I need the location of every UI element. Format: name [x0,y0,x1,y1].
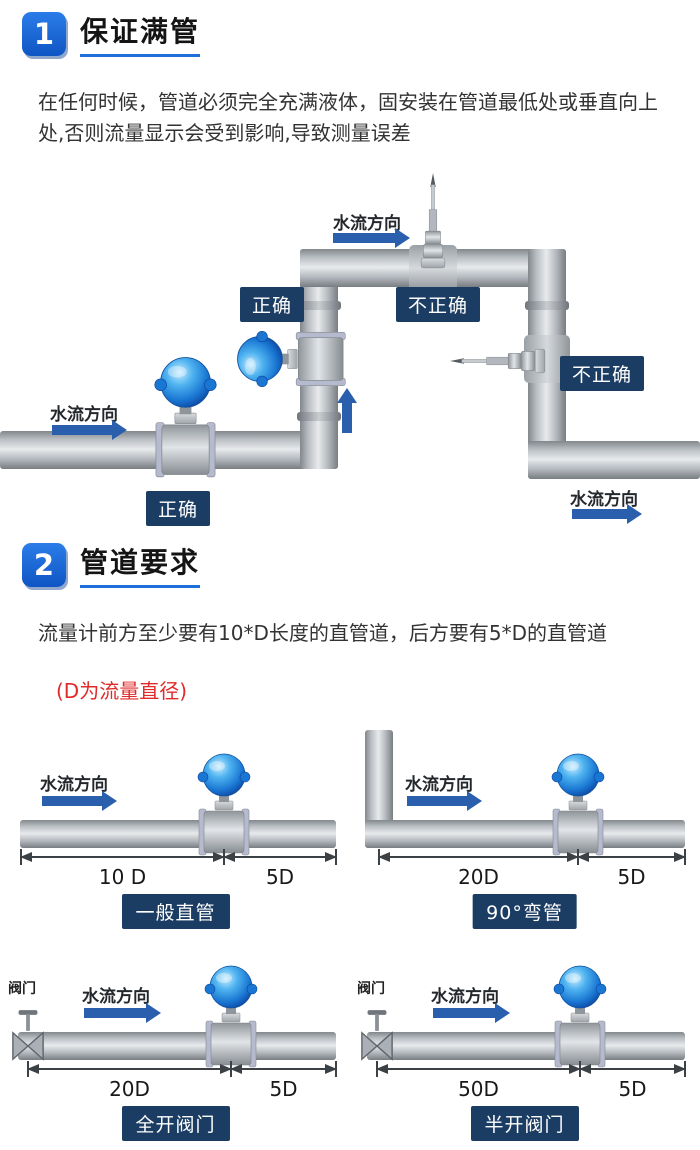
requirement-diagrams: 水流方向 10 D 5D 一般直管 水流方向 [0,726,700,1150]
panel-open-valve: 阀门 水流方向 20D 5D 全开阀门 [6,942,345,1142]
section-pipe-requirements: 2 管道要求 流量计前方至少要有10*D长度的直管道，后方要有5*D的直管道 (… [0,531,700,1150]
flow-arrow [407,796,467,806]
pipe-flange [297,301,341,310]
dim-downstream-label: 5D [265,865,295,889]
dim-downstream-label: 5D [269,1077,298,1101]
flow-direction-label: 水流方向 [40,775,108,795]
section2-header: 2 管道要求 [0,531,700,592]
flowmeter-icon [201,958,261,1078]
dim-upstream: 50D [376,1061,581,1101]
correct-tag: 正确 [146,491,211,526]
section1-number-badge: 1 [22,11,66,56]
pipe-segment [528,441,700,479]
flow-direction-label: 水流方向 [333,214,401,234]
section2-description: 流量计前方至少要有10*D长度的直管道，后方要有5*D的直管道 [38,621,607,645]
panel-90-bend: 水流方向 20D 5D 90°弯管 [355,730,694,930]
pipe-segment [20,820,336,848]
flowmeter-icon [150,354,221,484]
section2-number-badge: 2 [22,542,66,587]
flow-arrow [42,796,102,806]
flow-direction-label: 水流方向 [431,987,499,1007]
sensor-probe-icon [450,348,547,374]
valve-label: 阀门 [357,981,385,997]
panel-name-tag: 一般直管 [121,894,230,929]
dim-upstream-label: 50D [458,1077,499,1101]
pipe-segment [365,820,685,848]
dim-downstream: 5D [223,849,337,889]
dim-upstream: 20D [27,1061,232,1101]
valve-label: 阀门 [8,981,36,997]
flow-arrow [52,425,112,435]
flowmeter-icon [194,746,254,866]
dim-upstream-label: 20D [109,1077,150,1101]
section1-title: 保证满管 [80,10,201,57]
flow-arrow [84,1008,146,1018]
flowmeter-icon [550,958,610,1078]
panel-straight-pipe: 水流方向 10 D 5D 一般直管 [6,730,345,930]
sensor-probe-icon [420,173,446,270]
flow-arrow [433,1008,495,1018]
dim-downstream: 5D [577,849,686,889]
flow-direction-label: 水流方向 [570,490,638,510]
pipe-flange [297,412,341,421]
valve-icon [360,1010,394,1065]
panel-name-tag: 全开阀门 [121,1106,230,1141]
correct-tag: 正确 [240,287,305,322]
section1-description: 在任何时候，管道必须完全充满液体，固安装在管道最低处或垂直向上处,否则流量显示会… [38,90,658,145]
flow-arrow [333,233,395,243]
dim-downstream: 5D [579,1061,686,1101]
flowmeter-icon [548,746,608,866]
pipe-flange [525,301,569,310]
flow-direction-label: 水流方向 [82,987,150,1007]
flow-direction-label: 水流方向 [50,405,118,425]
dim-upstream-label: 20D [458,865,499,889]
dim-upstream: 20D [378,849,579,889]
dim-upstream: 10 D [20,849,225,889]
flow-direction-label: 水流方向 [405,775,473,795]
pipe-segment [367,1032,685,1060]
section1-header: 1 保证满管 [0,0,700,61]
panel-name-tag: 半开阀门 [470,1106,579,1141]
panel-half-open-valve: 阀门 水流方向 50D 5D 半开阀门 [355,942,694,1142]
incorrect-tag: 不正确 [560,356,645,391]
flow-arrow [572,509,627,519]
section2-title: 管道要求 [80,541,201,588]
section-full-pipe: 1 保证满管 在任何时候，管道必须完全充满液体，固安装在管道最低处或垂直向上处,… [0,0,700,531]
dim-downstream-label: 5D [618,1077,647,1101]
flowmeter-icon [234,327,352,391]
dim-downstream-label: 5D [617,865,646,889]
incorrect-tag: 不正确 [396,287,481,322]
flow-arrow-up [342,403,352,433]
section2-note: (D为流量直径) [56,679,188,703]
dim-downstream: 5D [230,1061,337,1101]
valve-icon [11,1010,45,1065]
panel-name-tag: 90°弯管 [472,894,577,929]
dim-upstream-label: 10 D [98,865,147,889]
pipe-segment [18,1032,336,1060]
installation-diagram: 水流方向 水流方向 水流方向 正确 不正确 不正确 正确 [0,169,700,531]
